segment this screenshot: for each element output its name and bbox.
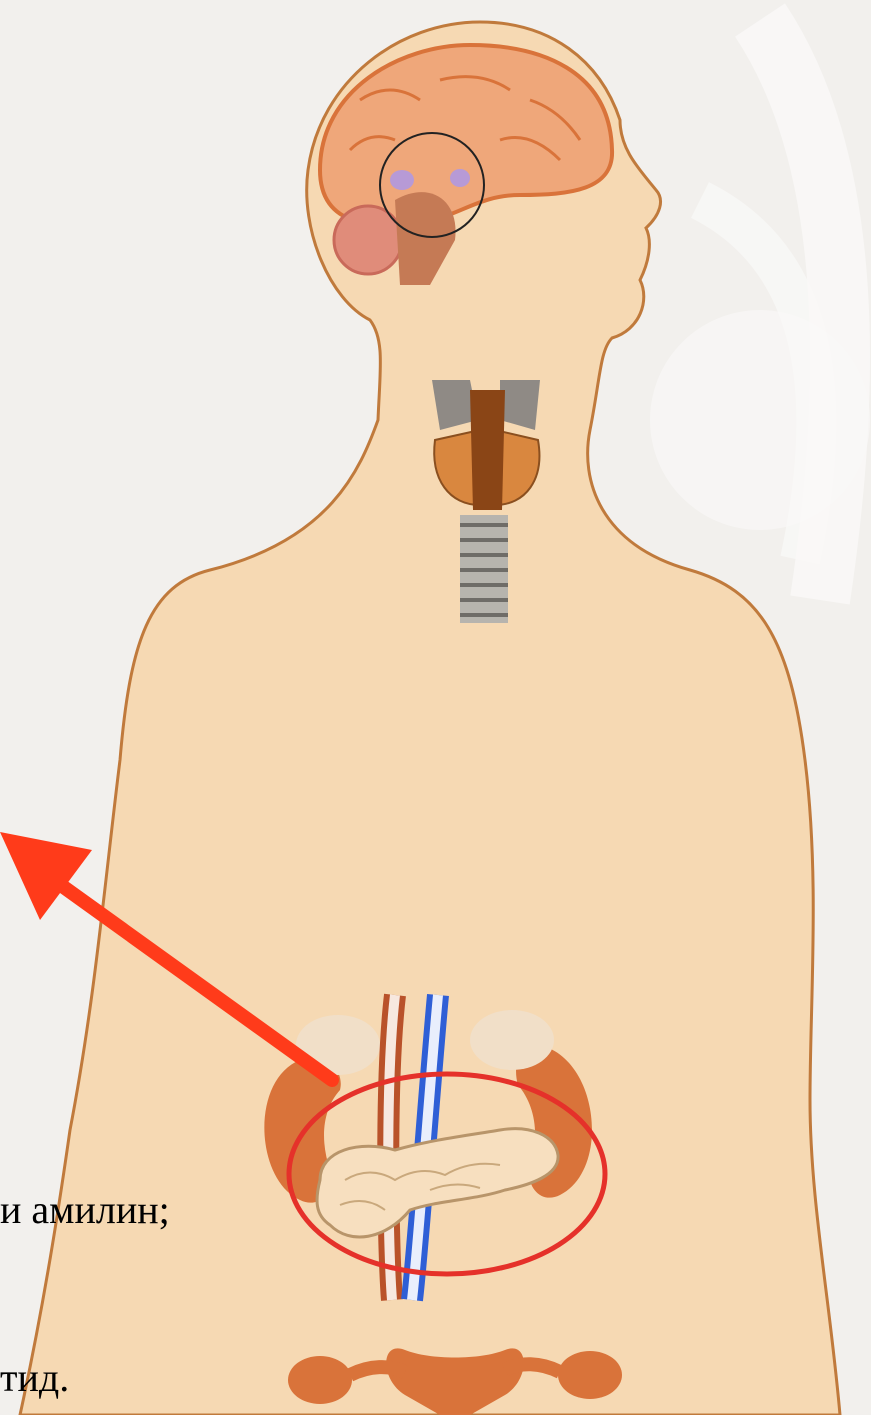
pituitary-gland [390, 170, 414, 190]
caption-line-2: тид. [0, 1358, 69, 1398]
thyroid [432, 380, 540, 510]
right-adrenal [470, 1010, 554, 1070]
trachea [460, 515, 508, 623]
pineal-gland [450, 169, 470, 187]
cerebellum [334, 206, 402, 274]
caption-line-1: и амилин; [0, 1190, 170, 1230]
